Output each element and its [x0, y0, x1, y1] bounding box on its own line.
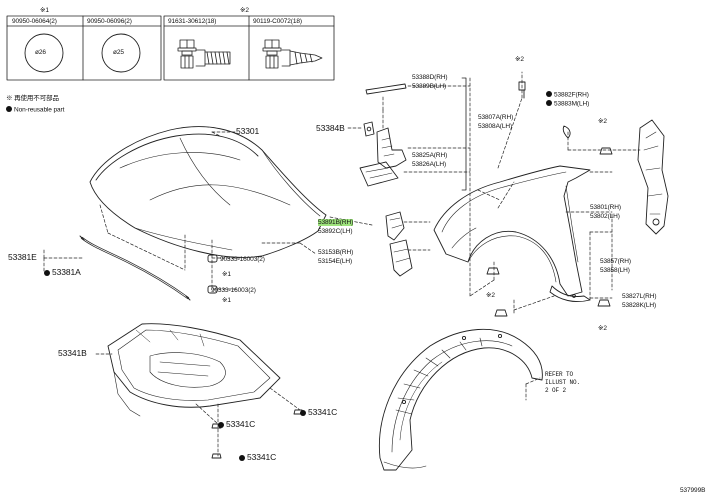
fender-rear-bracket	[637, 119, 669, 235]
label-fender-cover-top-b: 53389B(LH)	[412, 83, 447, 90]
bolt-icon-2	[262, 39, 323, 69]
label-liner-ref-3: 2 OF 2	[545, 387, 567, 394]
fender-lower-seal	[549, 285, 591, 303]
label-fender-liner-b: 53892C(LH)	[318, 228, 353, 235]
fender-bolts	[486, 81, 613, 317]
washer-icon-2	[101, 33, 141, 73]
legend-table-1-dia-2: ø25	[113, 49, 124, 56]
label-fender-bracket-a: 53807A(RH)	[478, 114, 514, 121]
label-clip-1: 53341C	[300, 407, 337, 418]
label-rear-seal-a: 53882F(RH)	[546, 91, 589, 99]
washer-icon-1	[24, 33, 64, 73]
label-lower-bolt-note: ※2	[598, 325, 607, 332]
legend-table-1-dia-1: ø26	[35, 49, 46, 56]
fender-rear-seal-icon	[562, 125, 571, 139]
label-seal-front: 53381E	[8, 252, 37, 262]
label-fender-bracket-b: 53808A(LH)	[478, 123, 513, 130]
fender-liner-leader	[525, 377, 541, 401]
label-fender-b: 53802(LH)	[590, 213, 620, 220]
legend-table-1-part-2: 90950-06096(2)	[87, 18, 132, 25]
legend-table-2-part-2: 90119-C0072(18)	[253, 18, 302, 25]
legend-table-2-note: ※2	[240, 7, 249, 14]
fender-liner-icon	[385, 211, 405, 241]
hood-outline	[89, 126, 327, 258]
hood-seal-strip	[79, 235, 191, 301]
label-hood-cushion-b: 90333-16003(2)	[211, 287, 256, 294]
fender-cover-top-icon	[365, 83, 407, 95]
label-liner-ref-2: ILLUST NO.	[545, 379, 581, 386]
label-fender-spacer-b: 53154E(LH)	[318, 258, 353, 265]
hood-cushion-icons	[207, 254, 218, 294]
legend-table-2-frame	[163, 15, 335, 81]
label-fender-seal-a: 53825A(RH)	[412, 152, 448, 159]
legend-table-1-part-1: 90950-06064(2)	[12, 18, 57, 25]
fender-outline	[433, 165, 591, 297]
label-cushion-note-1: ※1	[222, 271, 231, 278]
bolt-icon-1	[177, 39, 231, 69]
label-clip-2: 53341C	[218, 419, 255, 430]
under-cover-leaders	[95, 353, 301, 457]
bracket-brace	[461, 77, 467, 191]
legend-table-2-part-1: 91631-30612(18)	[168, 18, 217, 25]
label-hood: 53301	[236, 126, 260, 136]
fender-leaders	[469, 71, 641, 315]
label-fender-seal-b: 53826A(LH)	[412, 161, 447, 168]
under-cover-outline	[107, 323, 281, 417]
label-cushion-note-2: ※1	[222, 297, 231, 304]
label-left-bolt-note: ※2	[486, 292, 495, 299]
label-seal-front-clip: 53381A	[44, 267, 81, 278]
hood-leader-lines	[99, 131, 373, 290]
label-fender-a: 53801(RH)	[590, 204, 621, 211]
label-liner-ref-1: REFER TO	[545, 371, 574, 378]
label-fender-spacer-a: 53153B(RH)	[318, 249, 354, 256]
small-parts-leaders	[347, 77, 501, 251]
label-under-cover: 53341B	[58, 348, 87, 358]
label-mud-b: 53858(LH)	[600, 267, 630, 274]
fender-bracket-icon	[376, 127, 407, 169]
fender-spacer-icon	[389, 239, 413, 277]
diagram-id: 537999B	[680, 487, 706, 494]
label-rear-seal-b: 53883M(LH)	[546, 100, 589, 108]
fender-liner-outline	[378, 328, 543, 471]
label-top-bolt-note: ※2	[515, 56, 524, 63]
label-rear-note: ※2	[598, 118, 607, 125]
fender-clip-icon	[363, 121, 375, 137]
note-non-reusable: Non-reusable part	[6, 106, 64, 114]
fender-seal-icon	[359, 161, 399, 187]
label-fender-cover-top-a: 53388D(RH)	[412, 74, 448, 81]
label-fender-clip: 53384B	[316, 123, 345, 133]
label-lower-a: 53827L(RH)	[622, 293, 657, 300]
label-hood-cushion-a: 90333-16003(2)	[220, 256, 265, 263]
legend-table-1-note: ※1	[40, 7, 49, 14]
label-clip-3: 53341C	[239, 452, 276, 463]
label-lower-b: 53828K(LH)	[622, 302, 657, 309]
label-mud-a: 53857(RH)	[600, 258, 631, 265]
note-asterisk: ※ 再使用不可部品	[6, 95, 59, 102]
label-fender-liner-a: 53891B(RH)	[318, 219, 354, 226]
legend-table-1-frame	[6, 15, 162, 81]
under-cover-clips	[211, 409, 304, 459]
